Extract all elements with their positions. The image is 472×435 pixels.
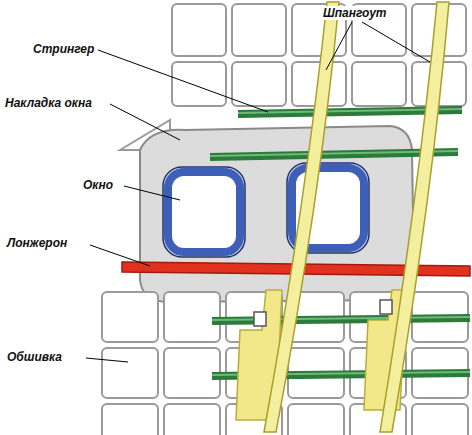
windows bbox=[168, 168, 364, 252]
leader-lines bbox=[86, 22, 430, 362]
part-label: Обшивка bbox=[6, 350, 63, 364]
part-label: Шпангоут bbox=[322, 6, 387, 20]
frames bbox=[264, 2, 449, 432]
window-edges bbox=[163, 163, 369, 257]
part-label: Стрингер bbox=[32, 42, 95, 56]
frame-clips bbox=[236, 290, 406, 420]
part-label: Лонжерон bbox=[6, 236, 68, 250]
part-label: Накладка окна bbox=[4, 96, 93, 110]
part-label: Окно bbox=[82, 178, 114, 192]
